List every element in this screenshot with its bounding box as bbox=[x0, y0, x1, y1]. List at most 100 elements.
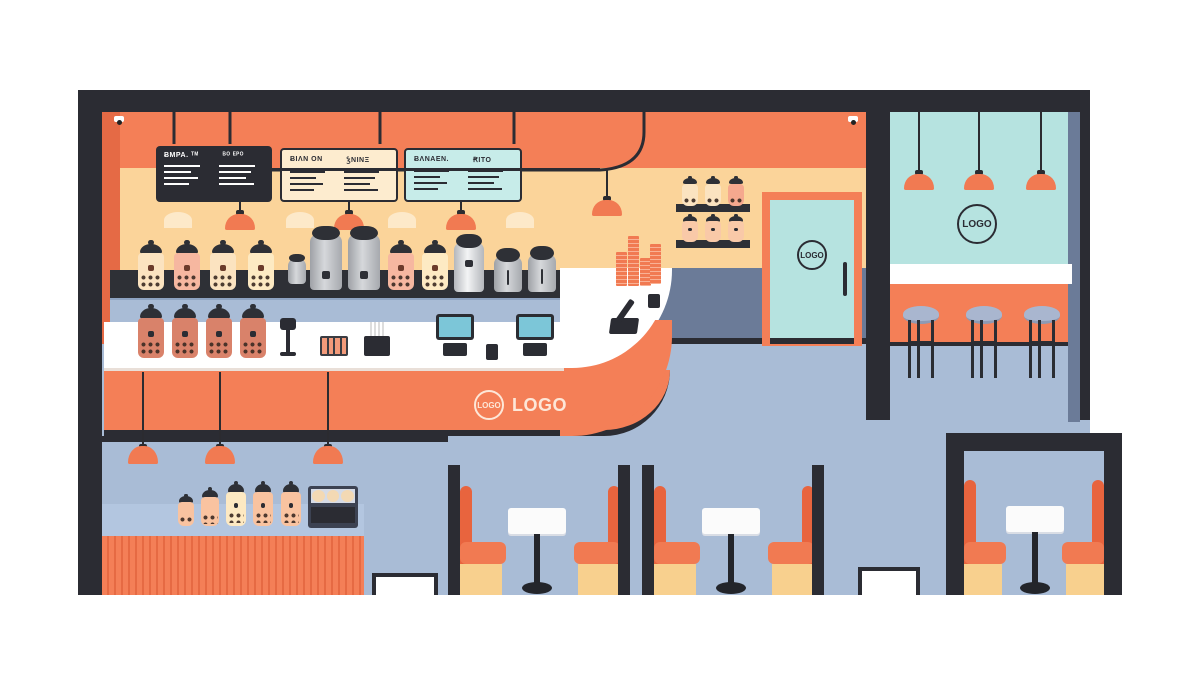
tea-jar-icon bbox=[248, 240, 274, 290]
booth-seat-icon bbox=[1062, 480, 1104, 595]
bar-stool-icon bbox=[1024, 306, 1060, 378]
water-boiler-icon bbox=[454, 234, 484, 292]
pendant-lamp-icon bbox=[964, 112, 994, 190]
dispenser-icon bbox=[528, 246, 556, 292]
lamp-glow bbox=[388, 212, 416, 228]
pos-terminal-icon[interactable] bbox=[516, 314, 554, 356]
pendant-lamp-icon bbox=[225, 202, 255, 230]
tea-jar-icon bbox=[138, 304, 164, 358]
menu-board-dark: ɃMPA. ᵀᴹ ᴮᴼ ᴱᴾᴼ bbox=[156, 146, 272, 202]
tea-jar-icon bbox=[388, 240, 414, 290]
pos-terminal-icon[interactable] bbox=[436, 314, 474, 356]
tablet-pos-icon[interactable] bbox=[608, 298, 642, 336]
straw-holder-icon bbox=[364, 322, 390, 356]
booth-frame-left bbox=[946, 433, 964, 595]
bar-room-side-wall bbox=[1068, 112, 1080, 422]
tea-jar-icon bbox=[705, 213, 721, 242]
door-logo: LOGO bbox=[797, 240, 827, 270]
bottom-margin bbox=[0, 595, 1200, 675]
booth-seat-icon bbox=[460, 486, 506, 595]
menu-lines bbox=[164, 165, 264, 185]
partition-pillar bbox=[866, 90, 890, 420]
bar-stool-icon bbox=[903, 306, 939, 378]
pastry-display-case bbox=[308, 486, 358, 528]
booth-divider bbox=[618, 465, 630, 595]
lower-wall bbox=[102, 436, 448, 442]
tea-jar-icon bbox=[201, 487, 219, 526]
tea-jar-icon bbox=[210, 240, 236, 290]
booth-frame-top bbox=[946, 433, 1122, 451]
table-icon bbox=[508, 508, 566, 594]
security-camera-icon bbox=[848, 116, 858, 125]
bar-base bbox=[890, 342, 1068, 346]
pendant-lamp-icon bbox=[128, 372, 158, 464]
logo-badge: LOGO bbox=[474, 390, 504, 420]
card-reader-icon[interactable] bbox=[486, 344, 498, 360]
door-handle[interactable] bbox=[843, 262, 847, 296]
menu-heading: ɃMPA. ᵀᴹ bbox=[164, 152, 199, 159]
tea-jar-icon bbox=[728, 213, 744, 242]
menu-heading: ᴮᴼ ᴱᴾᴼ bbox=[222, 152, 244, 159]
bar-room-logo: LOGO bbox=[957, 204, 997, 244]
sealer-machine-icon bbox=[278, 318, 298, 358]
menu-board-mint: ɃΛΝΑΕΝ. ꞦΙΤΟ bbox=[404, 148, 522, 202]
menu-heading: ɃΙΛΝ ΟΝ bbox=[290, 156, 323, 163]
pendant-lamp-icon bbox=[313, 372, 343, 464]
pendant-lamp-icon bbox=[592, 170, 622, 216]
tea-jar-icon bbox=[226, 480, 246, 526]
menu-heading: ꝢΝΙΝΞ bbox=[346, 157, 370, 164]
tea-jar-icon bbox=[253, 480, 273, 526]
tea-jar-icon bbox=[728, 175, 744, 206]
dispenser-icon bbox=[494, 248, 522, 292]
tea-jar-icon bbox=[682, 175, 698, 206]
tea-jar-icon bbox=[281, 480, 301, 526]
kettle-icon bbox=[288, 254, 306, 284]
menu-heading: ꞦΙΤΟ bbox=[473, 157, 492, 164]
tea-jar-icon bbox=[422, 240, 448, 290]
counter-logo: LOGO LOGO bbox=[474, 390, 567, 420]
booth-divider bbox=[812, 465, 824, 595]
menu-cable bbox=[160, 168, 600, 171]
booth-divider bbox=[448, 465, 460, 595]
card-reader-icon[interactable] bbox=[648, 294, 660, 308]
menu-heading: ɃΛΝΑΕΝ. bbox=[414, 156, 450, 163]
security-camera-icon bbox=[114, 116, 124, 125]
menu-lines bbox=[414, 170, 512, 190]
cup-stack-icon bbox=[650, 244, 661, 284]
menu-lines bbox=[290, 171, 388, 191]
tea-jar-icon bbox=[172, 304, 198, 358]
tea-jar-icon bbox=[178, 493, 194, 526]
cup-stack-icon bbox=[616, 252, 627, 286]
door-threshold bbox=[770, 338, 854, 344]
outer-wall-left bbox=[78, 90, 102, 595]
cup-stack-icon bbox=[640, 258, 651, 286]
table-icon bbox=[702, 508, 760, 594]
tea-jar-icon bbox=[682, 213, 698, 242]
tea-urn-icon bbox=[310, 226, 342, 290]
wall-shelf bbox=[676, 204, 750, 212]
lamp-glow bbox=[164, 212, 192, 228]
booth-divider bbox=[642, 465, 654, 595]
pendant-lamp-icon bbox=[205, 372, 235, 464]
menu-board-cream: ɃΙΛΝ ΟΝ ꝢΝΙΝΞ bbox=[280, 148, 398, 202]
ceiling-cable bbox=[160, 112, 646, 172]
pendant-lamp-icon bbox=[446, 202, 476, 230]
tea-urn-icon bbox=[348, 226, 380, 290]
tea-jar-icon bbox=[240, 304, 266, 358]
table-icon bbox=[1006, 506, 1064, 594]
wall-shelf bbox=[676, 240, 750, 248]
booth-seat-icon bbox=[768, 486, 814, 595]
booth-seat-icon bbox=[574, 486, 620, 595]
lamp-glow bbox=[506, 212, 534, 228]
shaker-tray-icon bbox=[320, 336, 348, 356]
outer-wall-top bbox=[78, 90, 1090, 112]
tea-jar-icon bbox=[705, 175, 721, 206]
bar-shelf bbox=[890, 264, 1072, 284]
pendant-lamp-icon bbox=[904, 112, 934, 190]
bar-stool-icon bbox=[966, 306, 1002, 378]
lamp-glow bbox=[286, 212, 314, 228]
tea-jar-icon bbox=[206, 304, 232, 358]
counter-edge-line bbox=[104, 368, 564, 371]
tea-jar-icon bbox=[138, 240, 164, 290]
